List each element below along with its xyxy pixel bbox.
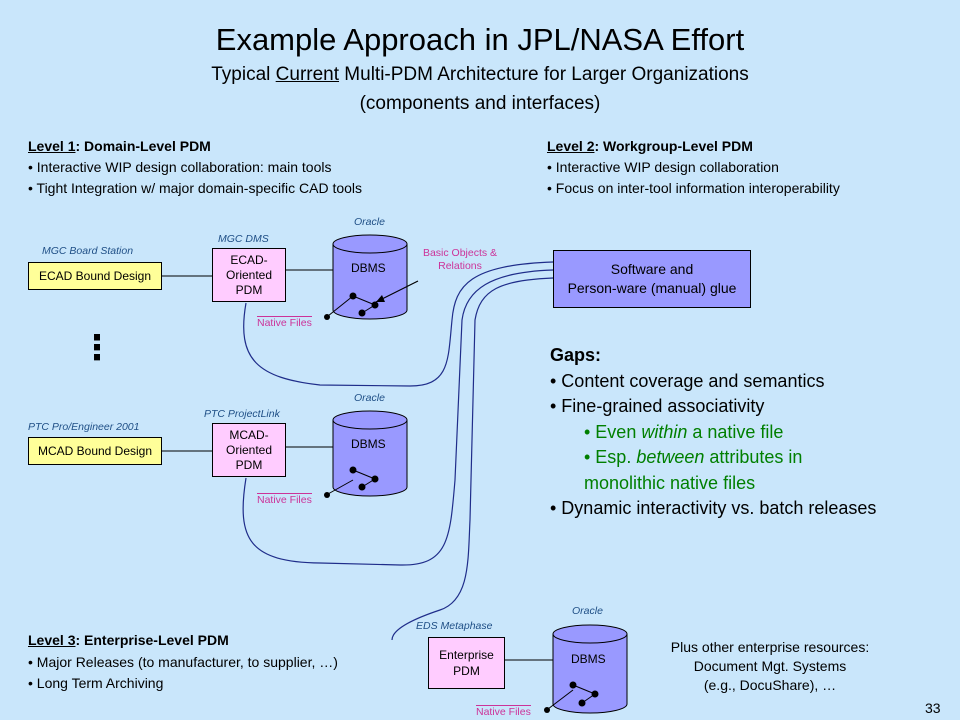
enterprise-db-objects (569, 681, 599, 707)
subtitle-emphasis: Current (275, 64, 340, 85)
level1-heading-text: : Domain-Level PDM (75, 138, 211, 154)
level3-bullet: • Long Term Archiving (28, 675, 164, 691)
gaps-title: Gaps: (550, 345, 602, 365)
gaps-sub2-suffix: attributes in (704, 447, 803, 467)
ecad-oracle-label: Oracle (354, 216, 385, 228)
level3-heading-text: : Enterprise-Level PDM (75, 632, 229, 648)
enterprise-dbms-cylinder (552, 624, 628, 714)
level3-heading: Level 3: Enterprise-Level PDM (28, 632, 229, 648)
ecad-pdm-box: ECAD- Oriented PDM (212, 248, 286, 302)
gaps-sub1-suffix: a native file (687, 421, 784, 442)
pdm-line: ECAD- (230, 252, 268, 267)
slide-title: Example Approach in JPL/NASA Effort (215, 22, 745, 57)
slide-subtitle: Typical Current Multi-PDM Architecture f… (0, 64, 960, 86)
subtitle-prefix: Typical (211, 64, 276, 85)
mcad-dbms-cylinder (332, 410, 408, 497)
pdm-line: Enterprise (439, 648, 494, 662)
mcad-oracle-label: Oracle (354, 392, 385, 404)
pdm-line: MCAD- (229, 427, 269, 442)
plus-line: Document Mgt. Systems (693, 658, 847, 674)
enterprise-dbms-label: DBMS (571, 652, 606, 666)
ecad-tool-label: MGC Board Station (42, 245, 134, 257)
level1-bullet: • Tight Integration w/ major domain-spec… (28, 180, 363, 196)
mcad-pdm-tool-label: PTC ProjectLink (204, 408, 280, 420)
ecad-native-files-dot (324, 314, 330, 320)
gaps-sub2-em: between (636, 447, 705, 467)
enterprise-pdm-tool-label: EDS Metaphase (416, 620, 493, 632)
gaps-subitem: • Esp. between attributes in (550, 445, 876, 471)
enterprise-oracle-label: Oracle (572, 605, 603, 617)
level1-label: Level 1 (28, 138, 76, 154)
vertical-ellipsis: ⋮ (80, 329, 114, 367)
plus-line: (e.g., DocuShare), … (703, 677, 837, 693)
pdm-line: PDM (235, 282, 263, 297)
ecad-bound-design-box: ECAD Bound Design (28, 262, 162, 290)
subtitle-suffix: Multi-PDM Architecture for Larger Organi… (339, 64, 749, 85)
plus-line: Plus other enterprise resources: (670, 639, 870, 655)
glue-line: Software and (610, 261, 694, 277)
basic-objects-label: Basic Objects & Relations (412, 247, 508, 273)
level1-heading: Level 1: Domain-Level PDM (28, 138, 211, 154)
enterprise-glue-curve (391, 277, 554, 641)
level3-bullet: • Major Releases (to manufacturer, to su… (28, 654, 338, 670)
mcad-pdm-box: MCAD- Oriented PDM (212, 423, 286, 477)
software-glue-box: Software and Person-ware (manual) glue (553, 250, 751, 308)
gaps-sub2-prefix: • Esp. (584, 447, 637, 467)
level2-bullet: • Focus on inter-tool information intero… (547, 180, 840, 196)
pdm-line: PDM (453, 664, 480, 678)
pdm-line: PDM (235, 457, 263, 472)
gaps-list: Gaps: • Content coverage and semantics •… (550, 343, 876, 522)
plus-other-resources: Plus other enterprise resources: Documen… (640, 638, 900, 695)
gaps-item: • Dynamic interactivity vs. batch releas… (550, 498, 877, 518)
subtitle-line2: (components and interfaces) (359, 93, 601, 114)
basic-objects-line: Basic Objects & (422, 247, 498, 259)
ecad-dbms-cylinder (332, 234, 408, 320)
pdm-line: Oriented (225, 267, 273, 282)
mcad-tool-label: PTC Pro/Engineer 2001 (28, 421, 140, 433)
mcad-native-files: Native Files (257, 493, 312, 506)
pdm-line: Oriented (225, 442, 273, 457)
page-number: 33 (925, 700, 941, 716)
level1-bullet: • Interactive WIP design collaboration: … (28, 159, 332, 175)
ecad-glue-curve (243, 261, 554, 387)
level2-label: Level 2 (547, 138, 595, 154)
ecad-native-files: Native Files (257, 316, 312, 329)
basic-objects-line: Relations (438, 260, 482, 272)
gaps-sub1-prefix: • Even (584, 421, 642, 442)
mcad-glue-curve (242, 269, 554, 566)
level2-heading-text: : Workgroup-Level PDM (594, 138, 753, 154)
level2-bullet: • Interactive WIP design collaboration (547, 159, 779, 175)
level2-heading: Level 2: Workgroup-Level PDM (547, 138, 753, 154)
enterprise-pdm-box: Enterprise PDM (428, 637, 505, 689)
glue-line: Person-ware (manual) glue (567, 280, 737, 296)
mcad-dbms-label: DBMS (351, 437, 386, 451)
enterprise-native-files: Native Files (476, 705, 531, 718)
level3-label: Level 3 (28, 632, 76, 648)
ecad-dbms-label: DBMS (351, 261, 386, 275)
mcad-db-objects (349, 466, 379, 491)
gaps-subitem-cont: monolithic native files (584, 472, 756, 493)
gaps-item: • Fine-grained associativity (550, 396, 765, 416)
enterprise-native-files-dot (544, 707, 550, 713)
mcad-native-files-dot (324, 492, 330, 498)
ecad-pdm-tool-label: MGC DMS (218, 233, 269, 245)
gaps-item: • Content coverage and semantics (550, 370, 825, 391)
gaps-sub1-em: within (641, 421, 688, 442)
mcad-bound-design-box: MCAD Bound Design (28, 437, 162, 465)
gaps-subitem: • Even within a native file (550, 420, 876, 446)
